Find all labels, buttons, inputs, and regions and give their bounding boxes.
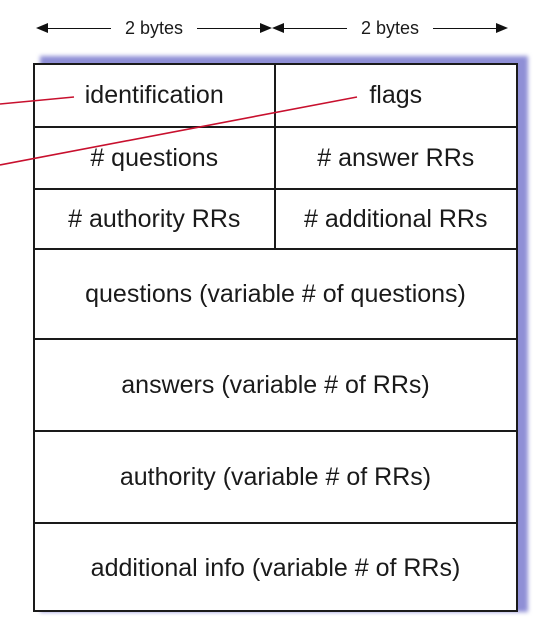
questions-count-field: # questions — [35, 128, 276, 188]
authority-rrs-field: # authority RRs — [35, 190, 276, 248]
identification-field: identification — [35, 65, 276, 126]
header-row-id-flags: identification flags — [35, 65, 516, 128]
dimension-line — [433, 27, 497, 29]
left-byte-width-indicator: 2 bytes — [36, 17, 273, 39]
header-row-counts-1: # questions # answer RRs — [35, 128, 516, 190]
arrow-right-icon — [496, 23, 509, 33]
authority-section: authority (variable # of RRs) — [35, 432, 516, 524]
arrow-right-icon — [260, 23, 273, 33]
questions-section: questions (variable # of questions) — [35, 250, 516, 340]
answer-rrs-field: # answer RRs — [317, 143, 475, 172]
right-byte-label: 2 bytes — [360, 18, 420, 38]
right-byte-width-indicator: 2 bytes — [272, 17, 509, 39]
answers-section-label: answers (variable # of RRs) — [121, 370, 430, 399]
additional-section: additional info (variable # of RRs) — [35, 524, 516, 612]
left-byte-label: 2 bytes — [124, 18, 184, 38]
additional-rrs-field: # additional RRs — [304, 204, 488, 233]
authority-section-label: authority (variable # of RRs) — [119, 462, 432, 491]
dns-message-format: identification flags # questions # answe… — [33, 63, 518, 612]
dimension-line — [48, 27, 111, 29]
arrow-left-icon — [272, 23, 284, 33]
header-row-counts-2: # authority RRs # additional RRs — [35, 190, 516, 250]
questions-section-label: questions (variable # of questions) — [85, 279, 466, 308]
dimension-line — [284, 27, 347, 29]
arrow-left-icon — [36, 23, 48, 33]
flags-field: flags — [369, 81, 423, 109]
answers-section: answers (variable # of RRs) — [35, 340, 516, 432]
additional-section-label: additional info (variable # of RRs) — [90, 553, 461, 582]
dimension-line — [197, 27, 261, 29]
